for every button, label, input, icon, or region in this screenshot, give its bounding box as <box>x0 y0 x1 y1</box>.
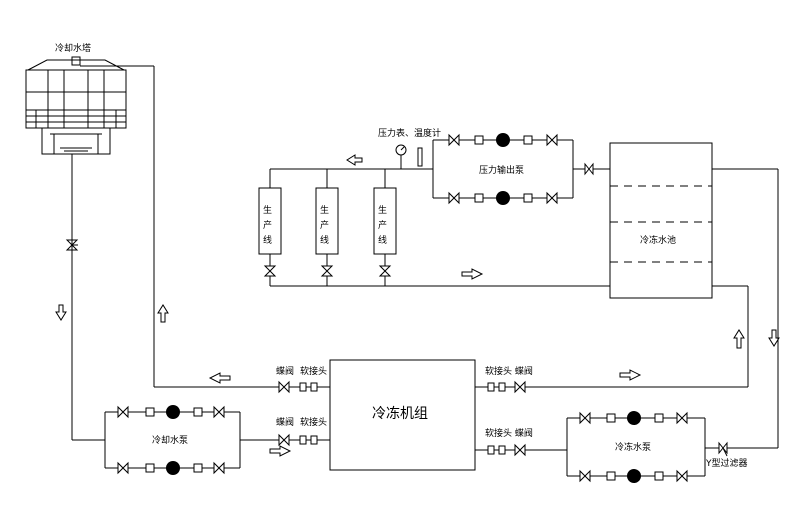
production-line-label: 生产线 <box>318 204 329 250</box>
production-line-label: 生产线 <box>261 204 272 250</box>
cooling-water-pump-label: 冷却水泵 <box>152 434 188 446</box>
flexible-joint-label: 软接头 <box>300 416 327 428</box>
chiller-unit: 冷冻机组 <box>329 359 476 471</box>
cooling-tower-return-pipe <box>80 65 330 388</box>
thermometer-icon <box>417 147 423 167</box>
pump-icon <box>496 133 510 147</box>
flexible-joint-butterfly-label: 软接头 蝶阀 <box>485 365 533 377</box>
chiller-unit-label: 冷冻机组 <box>372 405 428 422</box>
pump-icon <box>627 469 641 483</box>
production-lines: 生产线 生产线 生产线 <box>258 169 610 287</box>
pump-icon <box>496 191 510 205</box>
production-line-label: 生产线 <box>376 204 387 250</box>
cold-water-tank: 冷冻水池 <box>609 142 713 299</box>
pressure-gauge-thermometer-label: 压力表、温度计 <box>378 127 441 139</box>
pump-icon <box>627 411 641 425</box>
flexible-joint-butterfly-label: 软接头 蝶阀 <box>485 427 533 439</box>
y-strainer-label: Y型过滤器 <box>705 457 748 469</box>
chilled-water-pump-group: 冷冻水泵 <box>566 411 706 483</box>
y-strainer-line: Y型过滤器 <box>705 168 780 469</box>
cooling-tower-outlet-pipe <box>55 154 105 441</box>
cooling-tower-label: 冷却水塔 <box>55 42 91 54</box>
cooling-water-return-valves: 蝶阀 软接头 <box>276 365 327 394</box>
flexible-joint-label: 软接头 <box>300 365 327 377</box>
pressure-output-pump-label: 压力输出泵 <box>479 164 524 176</box>
cooling-water-supply-pipe: 蝶阀 软接头 <box>240 416 330 457</box>
butterfly-valve-label: 蝶阀 <box>276 416 294 428</box>
chilled-water-return-pipe: 软接头 蝶阀 <box>475 427 567 457</box>
pressure-output-pump-group: 压力输出泵 <box>432 133 610 205</box>
cooling-water-pump-group: 冷却水泵 <box>104 405 241 475</box>
cold-water-tank-label: 冷冻水池 <box>640 234 676 246</box>
butterfly-valve-label: 蝶阀 <box>276 365 294 377</box>
chilled-water-outlet-pipe: 软接头 蝶阀 <box>475 285 749 394</box>
chilled-water-pump-label: 冷冻水泵 <box>615 441 651 453</box>
cooling-tower: 冷却水塔 <box>25 42 127 155</box>
pump-icon <box>166 405 180 419</box>
pump-icon <box>166 461 180 475</box>
production-supply-header: 压力表、温度计 <box>270 127 441 170</box>
